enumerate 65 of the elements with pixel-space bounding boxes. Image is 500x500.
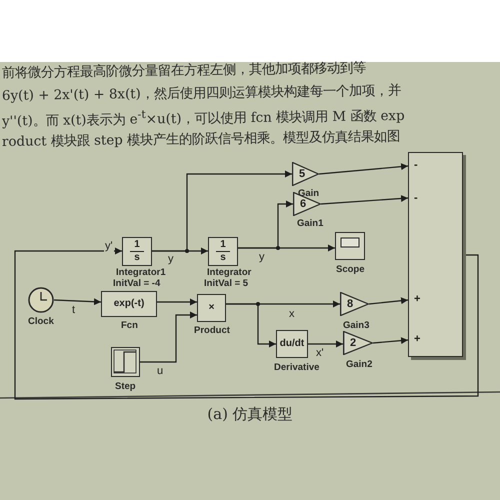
port-sign: - [414,193,418,204]
body-text: y''(t)。而 x(t)表示为 e$^{-t}$×u(t)，可以使用 fcn 模块调用 M 函数 exp [2,107,405,130]
block-label: Step [115,381,136,392]
signal-arrow [157,298,197,306]
gain-block [292,162,319,186]
edge-label: t [71,304,76,316]
fraction-denominator: s [220,252,226,264]
derivative-block [276,330,308,358]
signal-arrow [152,170,292,252]
port-sign: + [414,334,420,345]
block-label: Gain1 [297,218,324,229]
signal-arrow [226,303,276,348]
figure-caption: (a) 仿真模型 [206,405,294,424]
block-text: 2 [350,337,356,349]
edge-label: x [288,308,296,320]
fraction-numerator: 1 [216,239,230,252]
body-text: roduct 模块跟 step 模块产生的阶跃信号相乘。模型及仿真结果如图 [2,128,400,151]
block-label: Fcn [121,320,138,331]
block-text: 5 [299,168,306,180]
edge-label: u [156,365,164,377]
port-sign: - [414,160,418,171]
block-label: InitVal = 5 [204,278,248,289]
scope-block [335,232,365,260]
fraction-numerator: 1 [130,239,144,252]
block-label: Integrator1 [116,267,166,278]
block-label: Product [194,325,230,336]
signal-arrow [308,340,343,348]
block-label: Gain3 [343,320,370,331]
function-block [101,291,157,317]
product-block [197,294,226,322]
block-label: Derivative [274,362,320,373]
signal-arrow [14,248,479,400]
edge-label: y [167,253,174,265]
sum-block [408,152,463,357]
signal-arrow [238,200,293,249]
block-label: Gain [298,188,320,199]
block-label: Clock [28,316,54,327]
body-text: 前将微分方程最高阶微分量留在方程左侧，其他加项都移动到等 [2,60,366,82]
block-text: du/dt [280,338,304,350]
block-label: Integrator [207,267,252,278]
signal-arrow [54,298,102,306]
clock-icon [28,287,54,313]
integrator-block [208,237,238,266]
edge-label: x' [315,347,325,359]
body-text: 6y(t) + 2x'(t) + 8x(t)，然后使用四则运算模块构建每一个加项，并 [2,82,401,105]
block-label: Gain2 [346,359,372,370]
step-block [111,347,140,377]
gain-block [343,331,373,355]
integrator-block [122,237,152,266]
signal-arrow [318,163,408,175]
block-label: InitVal = -4 [113,278,160,289]
fraction-denominator: s [134,252,140,264]
block-text: 6 [300,198,306,210]
block-text: 8 [347,298,354,310]
block-label: Scope [336,264,365,275]
edge-label: y [258,251,266,263]
signal-arrow [368,297,408,305]
block-text: × [208,302,214,314]
block-text: exp(-t) [114,298,144,310]
signal-arrow [140,312,197,363]
port-sign: + [414,294,420,305]
edge-label: y' [104,240,114,252]
signal-arrow [320,195,408,205]
signal-arrow [372,337,408,344]
gain-block [340,292,369,316]
